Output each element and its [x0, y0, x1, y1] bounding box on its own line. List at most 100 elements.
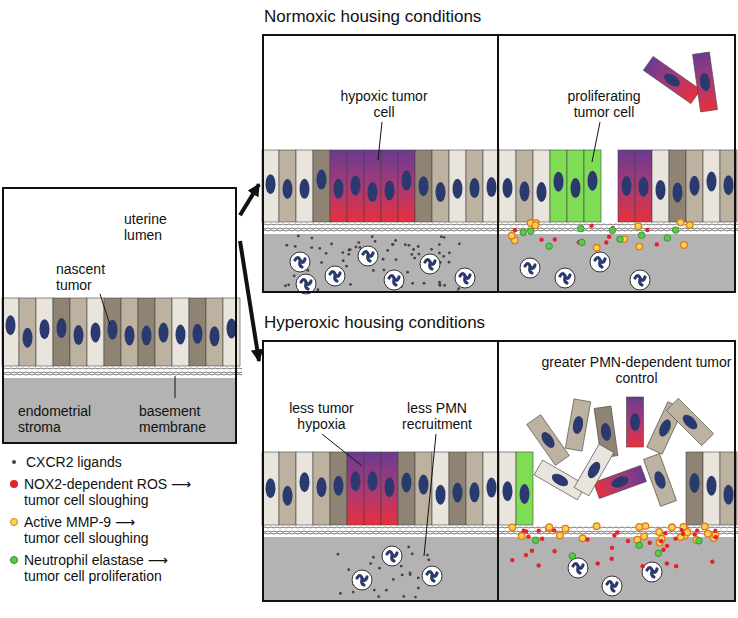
nucleus: [385, 477, 395, 497]
cxcr2-ligand: [330, 243, 333, 246]
cxcr2-ligand: [310, 237, 313, 240]
mmp9-dot: [636, 524, 643, 531]
legend-row: Neutrophil elastase ⟶ tumor cell prolife…: [8, 552, 204, 584]
ros-dot: [640, 564, 644, 568]
tumor-cell: [666, 398, 713, 445]
nucleus: [724, 485, 734, 505]
nucleus: [142, 325, 152, 345]
tumor-cell: [104, 298, 121, 366]
tumor-cell: [686, 452, 703, 525]
panel-heading: Normoxic housing conditions: [264, 7, 684, 27]
ros-dot: [713, 529, 717, 533]
tumor-cell: [36, 298, 53, 366]
nucleus: [680, 412, 700, 432]
annotation: endometrial stroma: [18, 403, 118, 435]
tumor-cell: [262, 452, 279, 525]
neutrophil: [630, 270, 650, 290]
mmp9-dot: [635, 223, 642, 230]
neutrophil: [382, 546, 402, 566]
sloughed-cell: [643, 56, 700, 103]
nucleus: [368, 182, 378, 202]
ros-dot: [537, 529, 541, 533]
nucleus: [487, 478, 497, 498]
neutrophil-nucleus: [573, 564, 583, 574]
nucleus: [74, 325, 84, 345]
nucleus: [470, 178, 480, 198]
mmp9-dot: [656, 529, 663, 536]
nucleus: [571, 178, 581, 198]
membrane-fiber: [2, 368, 242, 369]
nucleus: [585, 460, 603, 481]
neutrophil: [290, 252, 310, 272]
mmp9-dot: [509, 232, 516, 239]
neutrophil: [420, 254, 440, 274]
elastase-dot: [617, 236, 624, 243]
neutrophil: [384, 270, 404, 290]
legend-text: Active MMP-9 ⟶ tumor cell sloughing: [24, 514, 174, 546]
neutrophil: [602, 576, 622, 596]
mmp9-dot: [702, 523, 709, 530]
ros-dot: [530, 549, 534, 553]
cxcr2-ligand: [417, 253, 420, 256]
ros-dot: [552, 549, 556, 553]
cxcr2-ligand: [348, 249, 351, 252]
nucleus: [622, 176, 632, 196]
cxcr2-ligand: [401, 574, 404, 577]
nucleus: [266, 174, 276, 194]
elastase-dot: [577, 225, 584, 232]
mmp9-dot: [681, 242, 688, 249]
nucleus: [724, 175, 734, 195]
panel-heading: Hyperoxic housing conditions: [264, 313, 684, 333]
nucleus: [656, 180, 666, 200]
tumor-cell: [313, 150, 330, 222]
condition-group: Hyperoxic housing conditionsless tumor h…: [262, 340, 736, 602]
mmp9-dot: [593, 244, 600, 251]
nucleus: [210, 326, 220, 346]
elastase-dot: [546, 243, 553, 250]
cxcr2-ligand: [347, 253, 350, 256]
stage-panel: less tumor hypoxialess PMN recruitment: [262, 340, 499, 602]
ros-dot: [604, 240, 608, 244]
cxcr2-ligand: [355, 245, 358, 248]
cxcr2-ligand: [372, 556, 375, 559]
legend-swatch: [10, 518, 18, 526]
tumor-cell: [398, 150, 415, 222]
mmp9-dot: [656, 539, 663, 546]
neutrophil: [358, 246, 378, 266]
legend-text: CXCR2 ligands: [26, 454, 196, 470]
ros-dot: [524, 553, 528, 557]
nucleus: [572, 415, 585, 434]
tumor-cell: [364, 150, 381, 222]
nucleus: [402, 473, 412, 493]
cxcr2-ligand: [400, 565, 403, 568]
neutrophil: [555, 268, 575, 288]
ros-dot: [553, 237, 557, 241]
nucleus: [125, 325, 135, 345]
stroma: [262, 234, 499, 293]
cxcr2-ligand: [377, 595, 380, 598]
neutrophil-nucleus: [389, 276, 399, 286]
flow-arrow: [240, 184, 259, 215]
neutrophil-nucleus: [607, 582, 617, 592]
sloughed-cell: [627, 397, 644, 447]
cxcr2-ligand: [284, 284, 287, 287]
mmp9-dot: [669, 524, 676, 531]
tumor-cell: [53, 298, 70, 366]
tumor-cell: [155, 298, 172, 366]
cxcr2-ligand: [438, 243, 441, 246]
nucleus: [402, 171, 412, 191]
cxcr2-ligand: [412, 248, 415, 251]
ros-dot: [552, 528, 556, 532]
sloughed-cell: [574, 444, 614, 496]
cxcr2-ligand: [394, 239, 397, 242]
stroma: [262, 537, 499, 602]
ros-dot: [710, 559, 714, 563]
tumor-cell: [574, 444, 614, 496]
neutrophil-nucleus: [647, 568, 657, 578]
neutrophil: [568, 558, 588, 578]
legend-row: NOX2-dependent ROS ⟶ tumor cell sloughin…: [8, 476, 204, 508]
ros-dot: [673, 536, 677, 540]
legend-swatch: [10, 480, 18, 488]
nucleus: [23, 328, 33, 348]
ros-dot: [659, 539, 663, 543]
